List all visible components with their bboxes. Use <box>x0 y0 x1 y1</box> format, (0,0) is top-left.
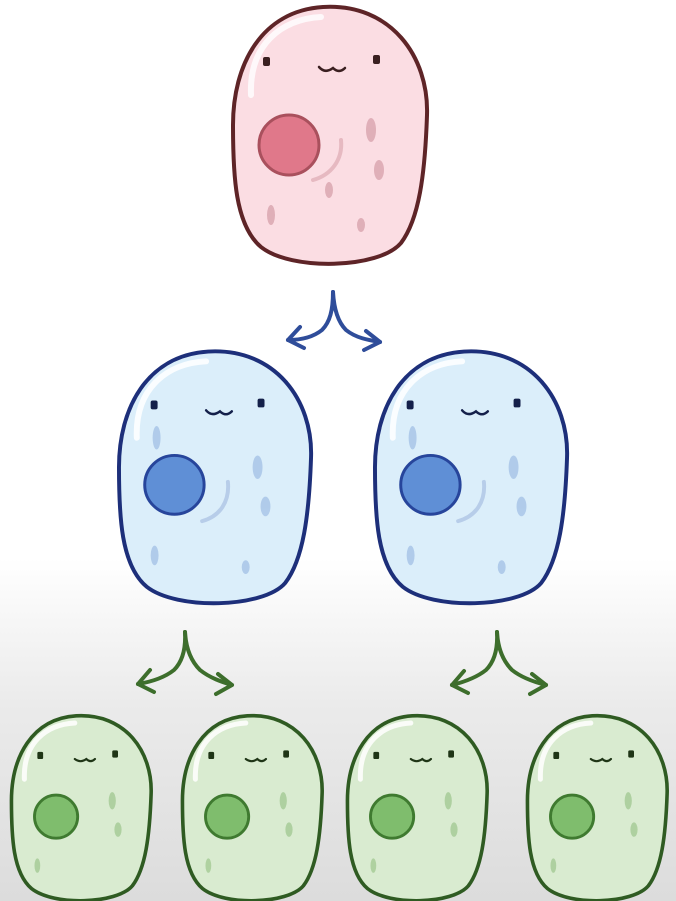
daughter-cell-left <box>119 351 311 603</box>
division-arrow-2-left <box>138 632 232 694</box>
division-arrow-2-right <box>452 632 546 694</box>
division-arrow-1 <box>288 292 380 350</box>
granddaughter-cell-1 <box>11 716 151 901</box>
parent-cell <box>233 7 427 264</box>
daughter-cell-right <box>375 351 567 603</box>
granddaughter-cell-4 <box>527 716 667 901</box>
granddaughter-cell-2 <box>182 716 322 901</box>
granddaughter-cell-3 <box>347 716 487 901</box>
